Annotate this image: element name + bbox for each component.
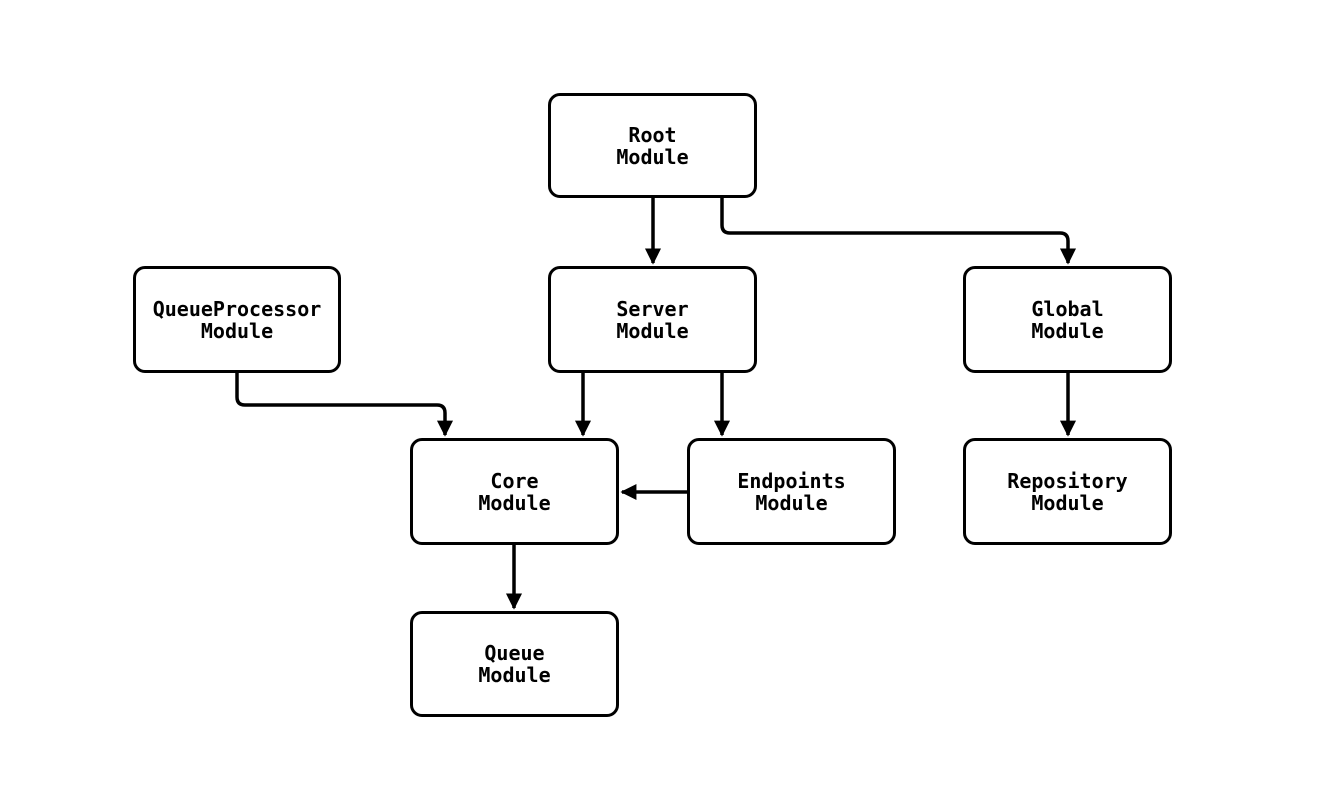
node-endpoints-module: Endpoints Module (687, 438, 896, 545)
node-label: QueueProcessor Module (152, 296, 322, 343)
node-label: Repository Module (1007, 468, 1128, 515)
node-repository-module: Repository Module (963, 438, 1172, 545)
node-global-module: Global Module (963, 266, 1172, 373)
node-label: Server Module (616, 296, 689, 343)
edge-queueprocessor-to-core (235, 373, 454, 437)
node-core-module: Core Module (410, 438, 619, 545)
node-label: Core Module (478, 468, 551, 515)
node-root-module: Root Module (548, 93, 757, 198)
node-server-module: Server Module (548, 266, 757, 373)
node-label: Root Module (616, 122, 689, 169)
node-label: Queue Module (478, 641, 551, 687)
node-queue-module: Queue Module (410, 611, 619, 717)
edge-root-to-global (720, 198, 1077, 265)
node-label: Global Module (1031, 296, 1104, 343)
node-label: Endpoints Module (737, 468, 846, 515)
node-queueprocessor-module: QueueProcessor Module (133, 266, 341, 373)
